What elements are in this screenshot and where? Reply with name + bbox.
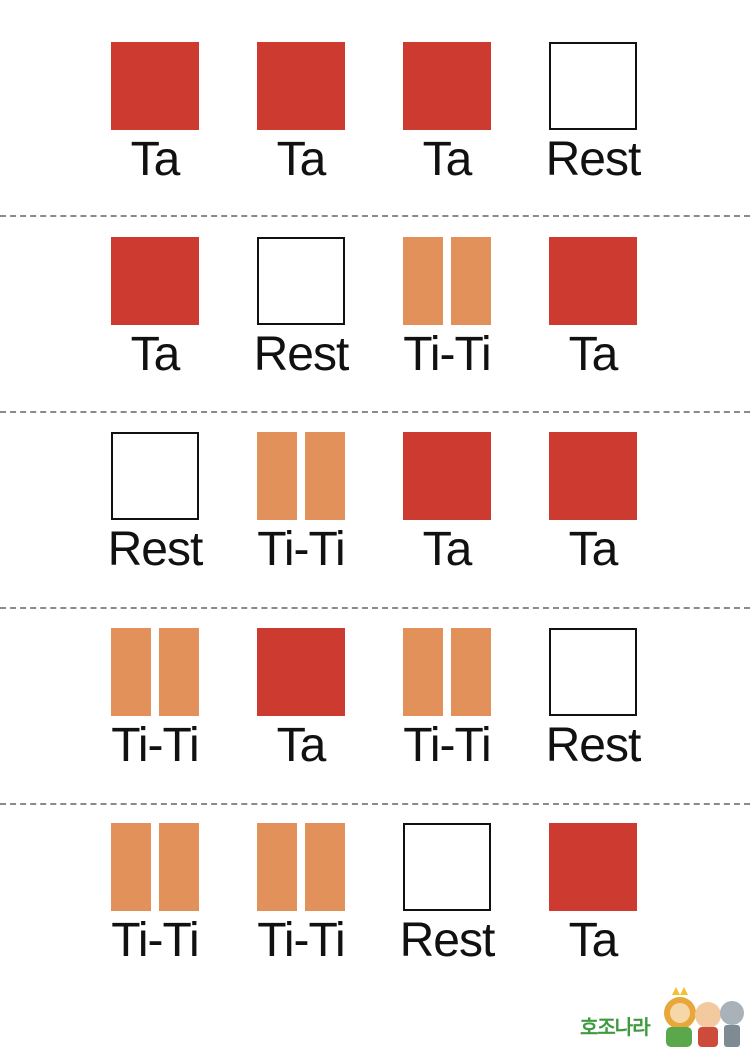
titi-bar — [159, 823, 199, 911]
beat-label: Rest — [545, 719, 642, 772]
beat-label: Ta — [130, 133, 181, 186]
ta-square — [403, 432, 491, 520]
beat-cell: Ta — [228, 0, 374, 186]
beat-cell: Ti-Ti — [374, 195, 520, 381]
beat-label: Ta — [422, 133, 473, 186]
titi-bars — [403, 628, 491, 716]
beat-cell: Rest — [520, 586, 666, 772]
ta-square — [403, 42, 491, 130]
titi-bar — [111, 628, 151, 716]
beat-cell: Ta — [82, 0, 228, 186]
beat-cell: Ta — [228, 586, 374, 772]
titi-bar — [403, 628, 443, 716]
titi-bar — [159, 628, 199, 716]
beat-label: Ti-Ti — [257, 523, 345, 576]
beat-label: Ta — [276, 719, 327, 772]
brand-logo-text: 호조나라 — [580, 1017, 651, 1039]
beat-label: Rest — [107, 523, 204, 576]
beat-label: Rest — [253, 328, 350, 381]
dashed-divider — [0, 215, 750, 217]
ta-square — [111, 42, 199, 130]
rhythm-row: Ta Rest Ti-Ti Ta — [0, 195, 750, 390]
beat-cell: Ta — [520, 781, 666, 967]
beat-cell: Ti-Ti — [82, 586, 228, 772]
beat-cell: Ta — [82, 195, 228, 381]
ta-square — [549, 432, 637, 520]
titi-bar — [111, 823, 151, 911]
titi-bars — [111, 628, 199, 716]
beat-cell: Ti-Ti — [82, 781, 228, 967]
titi-bar — [451, 237, 491, 325]
rhythm-row: Rest Ti-Ti Ta Ta — [0, 390, 750, 585]
titi-bar — [257, 432, 297, 520]
titi-bars — [403, 237, 491, 325]
beat-cell: Rest — [228, 195, 374, 381]
beat-label: Ta — [568, 523, 619, 576]
dashed-divider — [0, 607, 750, 609]
rhythm-row: Ti-Ti Ta Ti-Ti Rest — [0, 586, 750, 781]
rest-square — [403, 823, 491, 911]
ta-square — [549, 823, 637, 911]
beat-label: Ti-Ti — [111, 719, 199, 772]
beat-cell: Ti-Ti — [228, 390, 374, 576]
rest-square — [549, 42, 637, 130]
titi-bars — [111, 823, 199, 911]
brand-logo: 호조나라 — [580, 975, 750, 1061]
beat-cell: Ta — [520, 195, 666, 381]
cartoon-characters-icon — [664, 987, 744, 1047]
rhythm-row: Ti-Ti Ti-Ti Rest Ta — [0, 781, 750, 976]
beat-label: Ta — [568, 914, 619, 967]
beat-cell: Ti-Ti — [228, 781, 374, 967]
ta-square — [257, 42, 345, 130]
beat-cell: Rest — [82, 390, 228, 576]
beat-cell: Ti-Ti — [374, 586, 520, 772]
beat-label: Ta — [276, 133, 327, 186]
titi-bars — [257, 823, 345, 911]
titi-bar — [257, 823, 297, 911]
ta-square — [549, 237, 637, 325]
rest-square — [111, 432, 199, 520]
rest-square — [257, 237, 345, 325]
rhythm-row: Ta Ta Ta Rest — [0, 0, 750, 195]
titi-bars — [257, 432, 345, 520]
beat-label: Ti-Ti — [111, 914, 199, 967]
beat-label: Ta — [130, 328, 181, 381]
ta-square — [257, 628, 345, 716]
ta-square — [111, 237, 199, 325]
beat-label: Ti-Ti — [403, 328, 491, 381]
beat-cell: Ta — [374, 0, 520, 186]
titi-bar — [305, 432, 345, 520]
beat-label: Ta — [568, 328, 619, 381]
beat-label: Ti-Ti — [403, 719, 491, 772]
beat-label: Ta — [422, 523, 473, 576]
titi-bar — [451, 628, 491, 716]
beat-cell: Rest — [374, 781, 520, 967]
beat-cell: Ta — [374, 390, 520, 576]
rest-square — [549, 628, 637, 716]
beat-label: Ti-Ti — [257, 914, 345, 967]
beat-label: Rest — [545, 133, 642, 186]
titi-bar — [403, 237, 443, 325]
beat-label: Rest — [399, 914, 496, 967]
dashed-divider — [0, 803, 750, 805]
dashed-divider — [0, 411, 750, 413]
beat-cell: Rest — [520, 0, 666, 186]
titi-bar — [305, 823, 345, 911]
beat-cell: Ta — [520, 390, 666, 576]
